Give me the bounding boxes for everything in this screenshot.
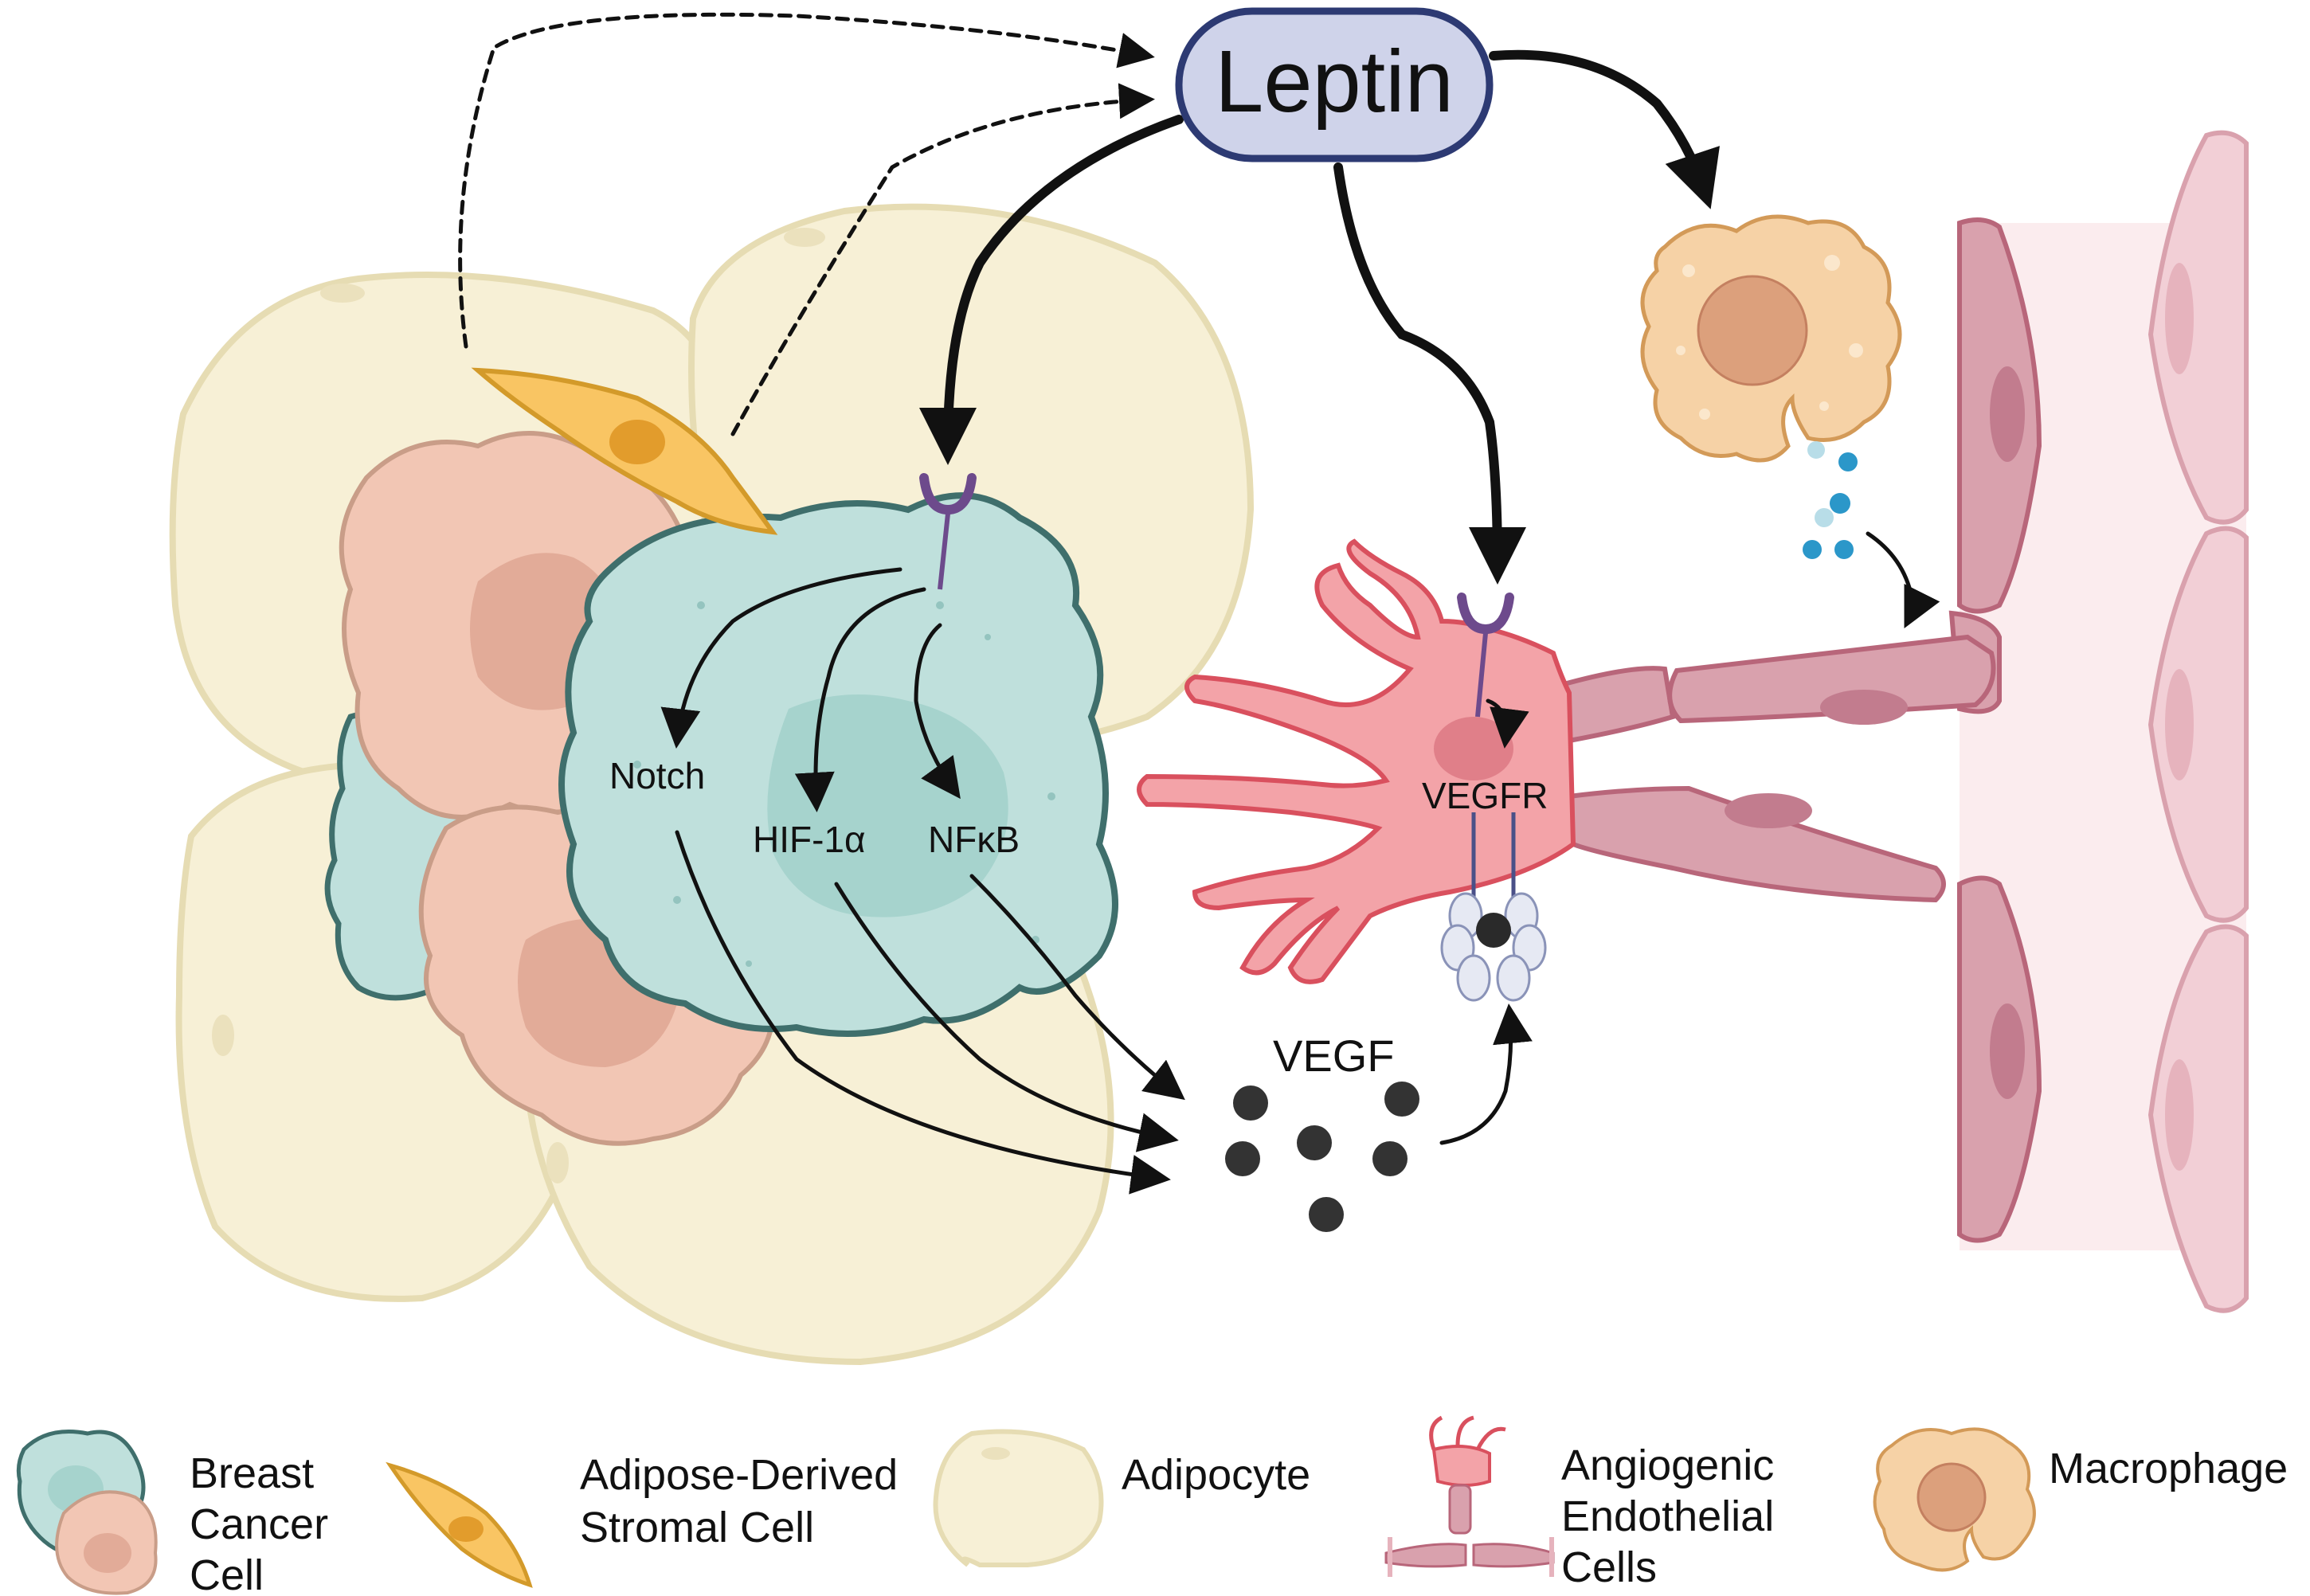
legend-adipocyte: Adipocyte xyxy=(1122,1451,1310,1499)
legend-breast-cancer-line2: Cancer xyxy=(190,1500,328,1548)
vegf-particles xyxy=(1225,1082,1419,1232)
label-vegfr: VEGFR xyxy=(1422,775,1548,816)
legend-breast-cancer-line3: Cell xyxy=(190,1551,264,1596)
breast-cancer-cell-icon xyxy=(16,1430,158,1595)
endothelial-cells-icon xyxy=(1384,1415,1555,1577)
vegfr-complex xyxy=(1440,892,1547,1002)
leptin-receptor-cancer xyxy=(919,473,977,590)
blood-vessel xyxy=(1558,130,2249,1313)
stromal-cell xyxy=(471,367,778,535)
macrophage xyxy=(1640,214,1902,559)
stromal-cell-icon xyxy=(386,1461,533,1588)
legend-endothelial-line2: Endothelial xyxy=(1561,1492,1774,1540)
legend-stromal-line1: Adipose-Derived xyxy=(580,1451,898,1499)
legend-endothelial-line1: Angiogenic xyxy=(1561,1441,1774,1489)
legend-breast-cancer-line1: Breast xyxy=(190,1449,314,1497)
legend-macrophage: Macrophage xyxy=(2049,1445,2288,1492)
label-vegf: VEGF xyxy=(1273,1031,1394,1081)
adipocyte-icon xyxy=(933,1429,1104,1568)
macrophage-icon xyxy=(1873,1427,2036,1572)
label-notch: Notch xyxy=(609,755,705,796)
legend-stromal-line2: Stromal Cell xyxy=(580,1504,814,1551)
breast-cancer-cells xyxy=(324,431,1118,1146)
label-hif: HIF-1α xyxy=(753,819,866,860)
leptin-node: Leptin xyxy=(1175,7,1494,162)
leptin-label: Leptin xyxy=(1215,33,1454,131)
pathway-arrows xyxy=(458,12,1940,1195)
label-nfkb: NFκB xyxy=(928,819,1020,860)
legend: Breast Cancer Cell Adipose-Derived Strom… xyxy=(16,1415,2288,1596)
legend-endothelial-line3: Cells xyxy=(1561,1543,1657,1591)
